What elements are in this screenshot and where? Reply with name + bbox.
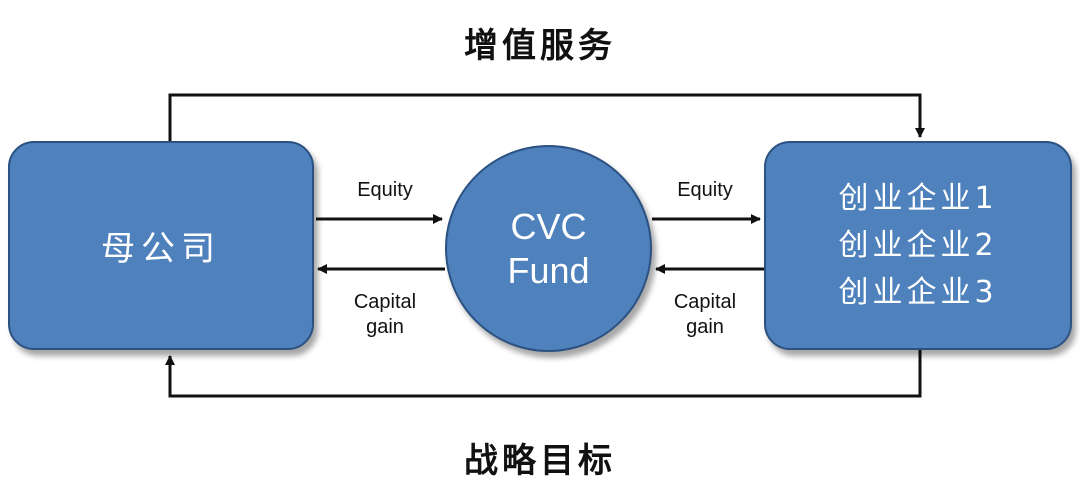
equity-label-left: Equity <box>357 179 413 201</box>
capital-gain-left-line1: Capital <box>353 291 417 313</box>
parent-company-label: 母公司 <box>101 229 221 269</box>
bottom-loop-arrow <box>165 350 922 398</box>
fund-label-line2: Fund <box>507 249 590 291</box>
top-loop-arrow <box>168 93 925 141</box>
value-added-services-label: 增值服务 <box>464 26 616 66</box>
capital-gain-label-left: Capital gain <box>320 290 450 340</box>
capital-gain-label-right: Capital gain <box>640 290 770 340</box>
capital-gain-right-line1: Capital <box>673 291 737 313</box>
startups-box: 创业企业1 创业企业2 创业企业3 <box>764 141 1072 350</box>
startup-label: 创业企业1 <box>838 181 998 216</box>
strategic-goals-label: 战略目标 <box>464 441 616 481</box>
startup-label: 创业企业2 <box>838 228 998 263</box>
capital-gain-right-line2: gain <box>686 316 724 338</box>
fund-label-line1: CVC <box>510 205 587 247</box>
parent-company-box: 母公司 <box>8 141 314 350</box>
capital-gain-left-line2: gain <box>366 316 404 338</box>
startup-label: 创业企业3 <box>838 275 998 310</box>
cvc-fund-circle: CVC Fund <box>445 145 652 352</box>
equity-label-right: Equity <box>677 179 733 201</box>
